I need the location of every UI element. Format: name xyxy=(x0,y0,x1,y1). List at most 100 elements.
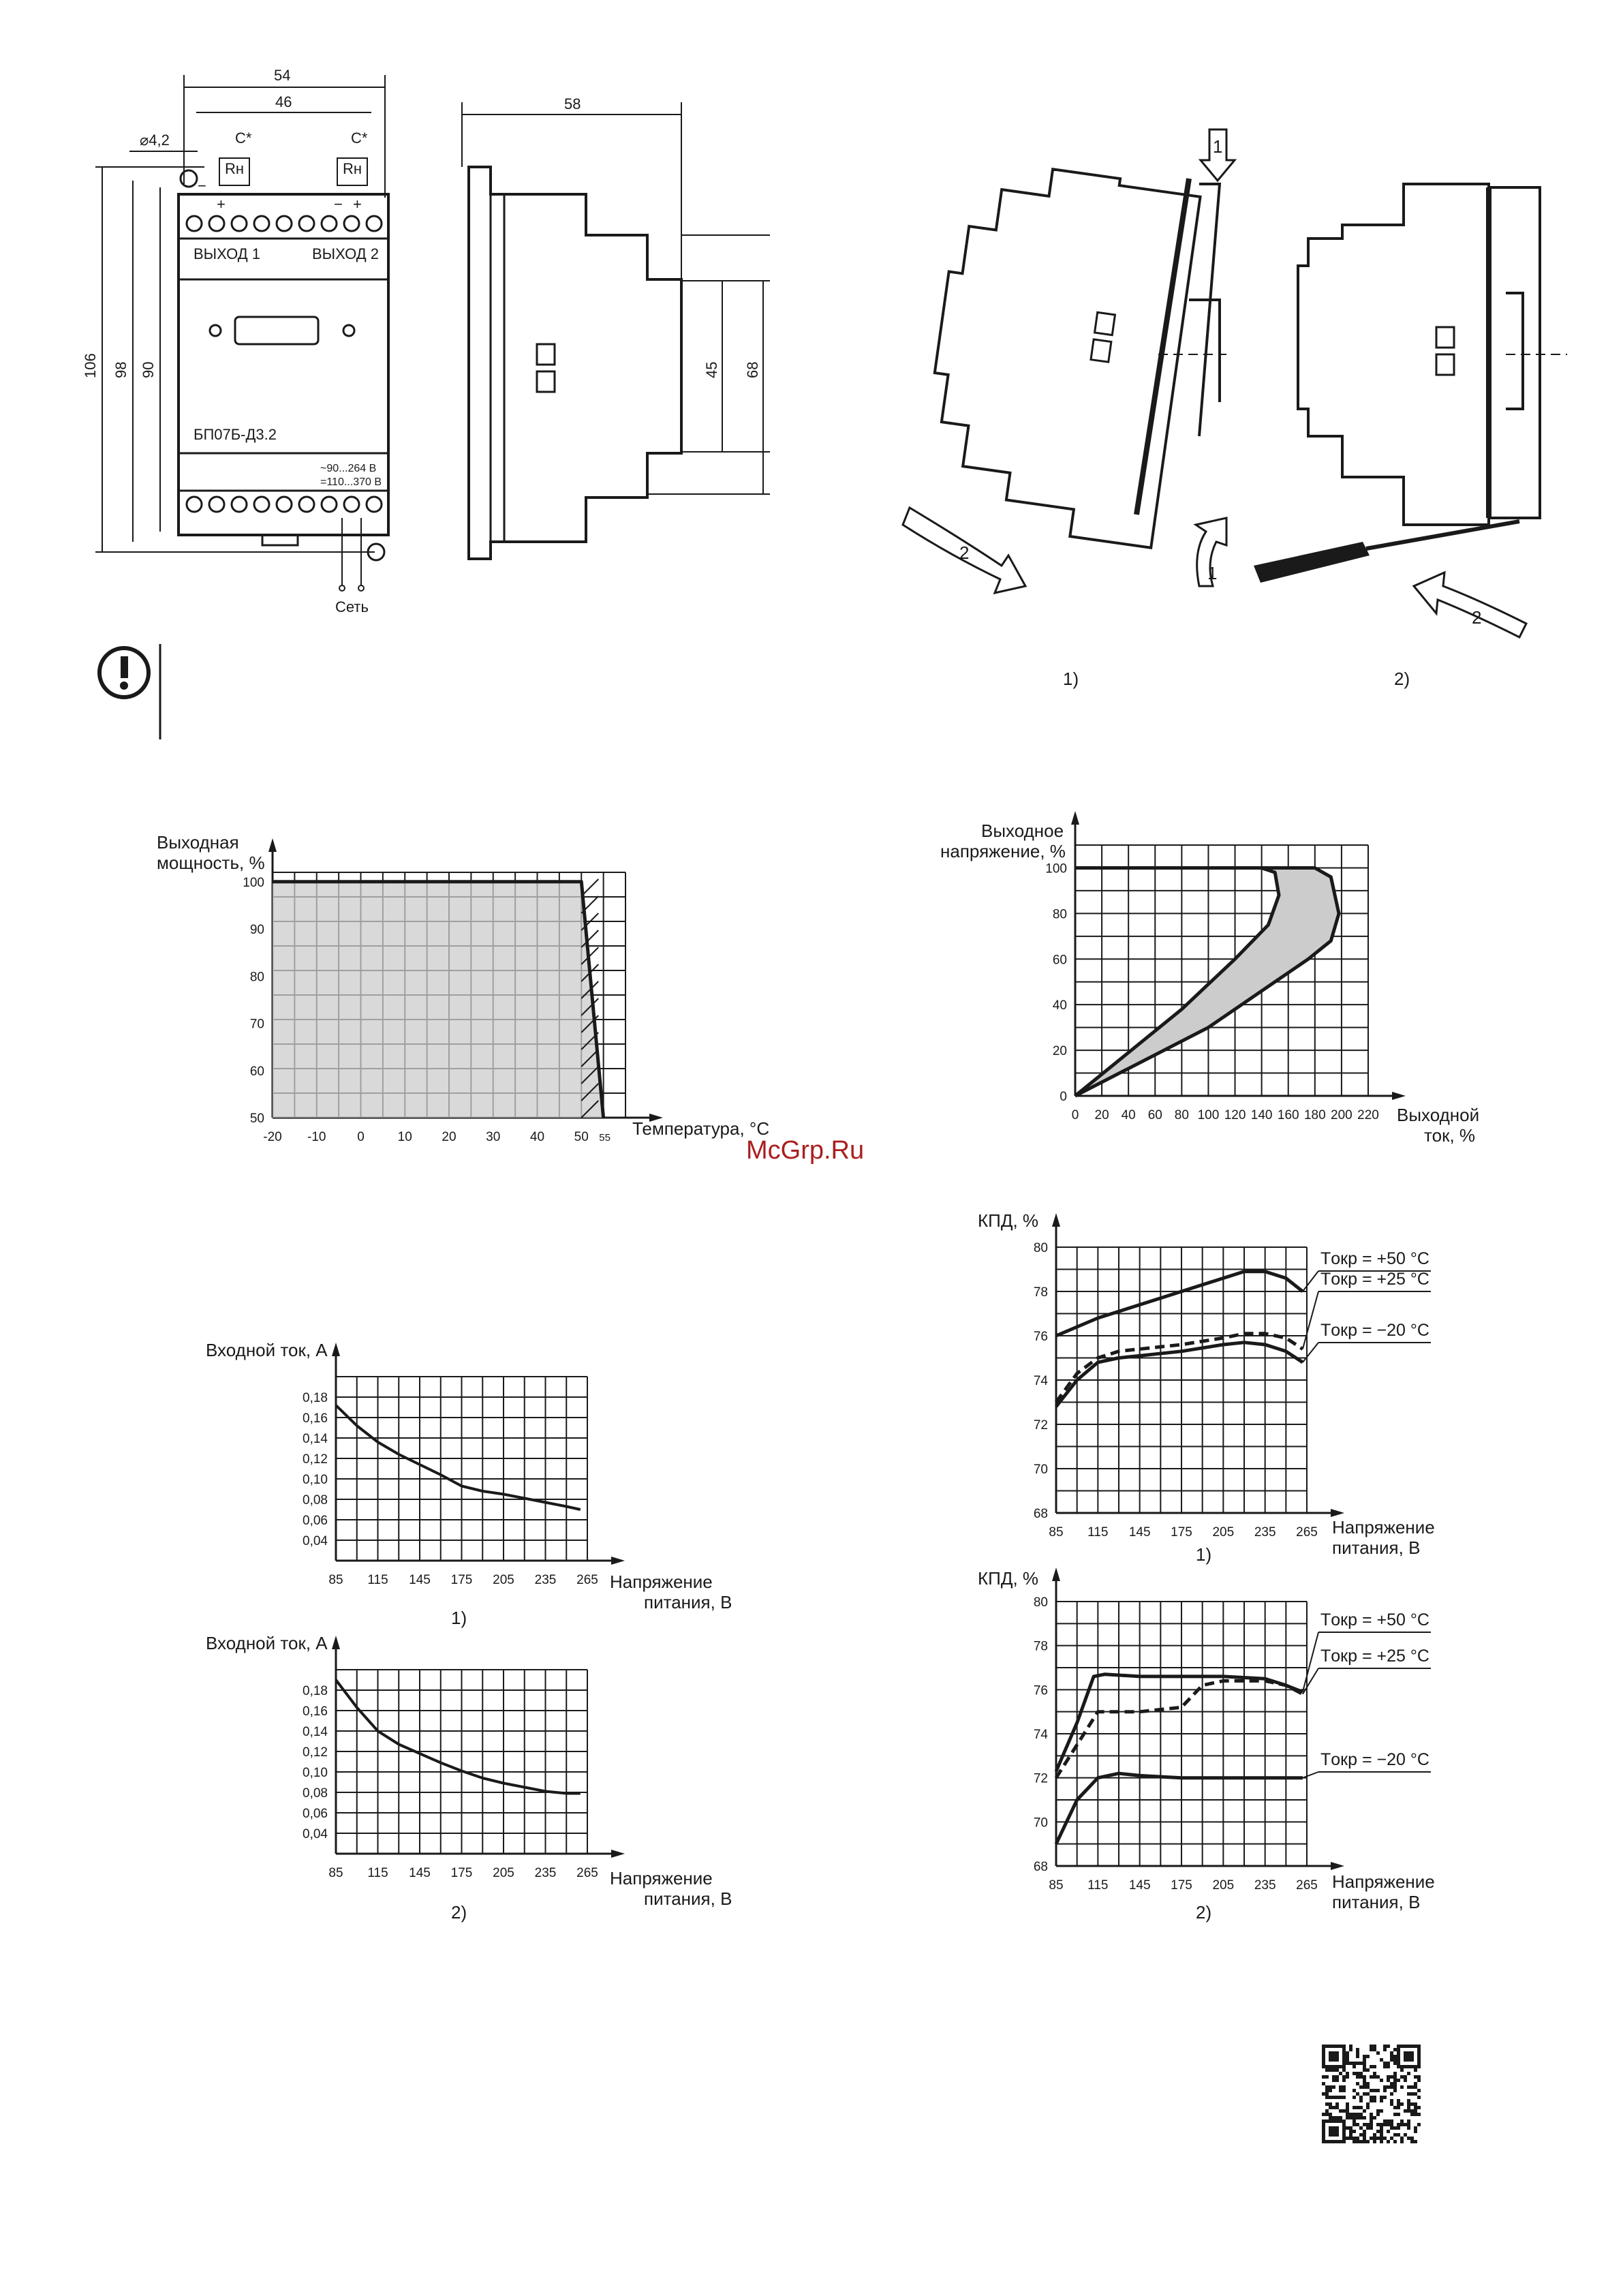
y-tick-label: 60 xyxy=(250,1065,264,1079)
qr-module xyxy=(1325,2089,1329,2092)
qr-module xyxy=(1414,2082,1417,2085)
qr-module xyxy=(1370,2113,1373,2116)
qr-module xyxy=(1387,2075,1390,2079)
side-view-drawing: 58 45 68 xyxy=(461,95,770,560)
qr-module xyxy=(1397,2123,1400,2126)
qr-module xyxy=(1349,2137,1352,2140)
y-tick-label: 90 xyxy=(250,923,264,937)
y-tick-label: 0,08 xyxy=(303,1493,328,1507)
qr-module xyxy=(1332,2096,1335,2099)
qr-module xyxy=(1356,2075,1359,2079)
qr-module xyxy=(1363,2082,1366,2085)
qr-module xyxy=(1387,2119,1390,2123)
step2-label-b: 2 xyxy=(1472,607,1481,628)
hatch-line xyxy=(581,1100,599,1118)
y-axis-arrow xyxy=(268,838,277,852)
brand-logo xyxy=(234,316,320,346)
legend-leader xyxy=(1301,1291,1319,1349)
qr-module xyxy=(1370,2123,1373,2126)
y-tick-label: 80 xyxy=(250,970,264,984)
screwdriver-icon xyxy=(1254,519,1520,583)
y-axis-arrow xyxy=(1071,811,1079,825)
qr-module xyxy=(1339,2096,1342,2099)
qr-module xyxy=(1376,2089,1380,2092)
chart5-xlabel-line1: Напряжение xyxy=(1332,1517,1435,1537)
ac-range: ~90...264 В xyxy=(320,463,376,474)
x-tick-label: 115 xyxy=(367,1573,388,1587)
y-tick-label: 78 xyxy=(1034,1640,1048,1654)
x-tick-label: 175 xyxy=(451,1573,473,1587)
cap-right: C* xyxy=(351,129,368,147)
qr-module xyxy=(1383,2062,1387,2065)
y-tick-label: 0,08 xyxy=(303,1786,328,1801)
series-line xyxy=(335,1679,581,1795)
qr-module xyxy=(1363,2058,1366,2062)
y-tick-label: 0,06 xyxy=(303,1514,328,1528)
qr-module xyxy=(1352,2137,1356,2140)
qr-module xyxy=(1376,2123,1380,2126)
qr-module xyxy=(1366,2092,1370,2096)
x-tick-label: 145 xyxy=(409,1866,431,1880)
qr-module xyxy=(1332,2106,1335,2109)
y-tick-label: 78 xyxy=(1034,1285,1048,1300)
chart4-xlabel-line2: питания, В xyxy=(644,1888,732,1909)
y-tick-label: 0,06 xyxy=(303,1807,328,1821)
qr-module xyxy=(1359,2072,1363,2075)
qr-module xyxy=(1380,2058,1383,2062)
qr-module xyxy=(1332,2068,1335,2072)
qr-module xyxy=(1383,2137,1387,2140)
qr-module xyxy=(1407,2123,1410,2126)
x-tick-label: 50 xyxy=(574,1130,589,1144)
qr-module xyxy=(1404,2133,1407,2137)
chart2-ylabel-line1: Выходное xyxy=(981,821,1064,841)
qr-module xyxy=(1414,2140,1417,2143)
terminal-screw xyxy=(253,215,270,232)
x-tick-label: 0 xyxy=(357,1130,365,1144)
qr-module xyxy=(1393,2062,1397,2065)
qr-module xyxy=(1356,2082,1359,2085)
qr-module xyxy=(1359,2133,1363,2137)
qr-module xyxy=(1363,2140,1366,2143)
x-tick-label: 140 xyxy=(1251,1108,1273,1122)
series-line xyxy=(1055,1341,1304,1408)
qr-module xyxy=(1393,2133,1397,2137)
dim-68: 68 xyxy=(744,362,761,378)
terminal-screw xyxy=(343,495,360,513)
qr-module xyxy=(1390,2102,1393,2106)
qr-module xyxy=(1352,2089,1356,2092)
qr-module xyxy=(1346,2051,1349,2055)
x-tick-label: 40 xyxy=(530,1130,544,1144)
qr-module xyxy=(1370,2075,1373,2079)
dim-58: 58 xyxy=(564,95,581,112)
qr-module xyxy=(1400,2119,1404,2123)
qr-module xyxy=(1329,2106,1332,2109)
qr-module xyxy=(1325,2075,1329,2079)
step1-label-b: 1 xyxy=(1207,563,1217,583)
chart6-xlabel: Напряжение питания, В xyxy=(1332,1871,1440,1912)
x-tick-label: 265 xyxy=(1296,1878,1318,1893)
terminal-screw xyxy=(320,215,338,232)
x-tick-label: 115 xyxy=(1087,1525,1108,1540)
chart-input-current-1: Входной ток, А Напряжение питания, В 1) … xyxy=(206,1340,732,1628)
qr-module xyxy=(1339,2072,1342,2075)
qr-module xyxy=(1356,2113,1359,2116)
qr-module xyxy=(1404,2123,1407,2126)
qr-module xyxy=(1352,2116,1356,2119)
qr-module xyxy=(1383,2085,1387,2089)
qr-module xyxy=(1335,2106,1339,2109)
chart5-caption: 1) xyxy=(1196,1544,1211,1565)
series-outer xyxy=(1074,866,1341,1098)
qr-module xyxy=(1349,2130,1352,2133)
qr-module xyxy=(1349,2048,1352,2051)
chart6-ylabel: КПД, % xyxy=(978,1568,1038,1589)
qr-module xyxy=(1390,2085,1393,2089)
mounting-diagram-1: 1 2 1) xyxy=(901,128,1237,689)
rn-left: Rн xyxy=(225,160,244,177)
y-tick-label: 70 xyxy=(1034,1816,1048,1830)
qr-module xyxy=(1352,2140,1356,2143)
x-tick-label: 30 xyxy=(486,1130,500,1144)
chart3-grid xyxy=(335,1376,588,1561)
qr-module xyxy=(1342,2079,1346,2082)
qr-module xyxy=(1393,2089,1397,2092)
